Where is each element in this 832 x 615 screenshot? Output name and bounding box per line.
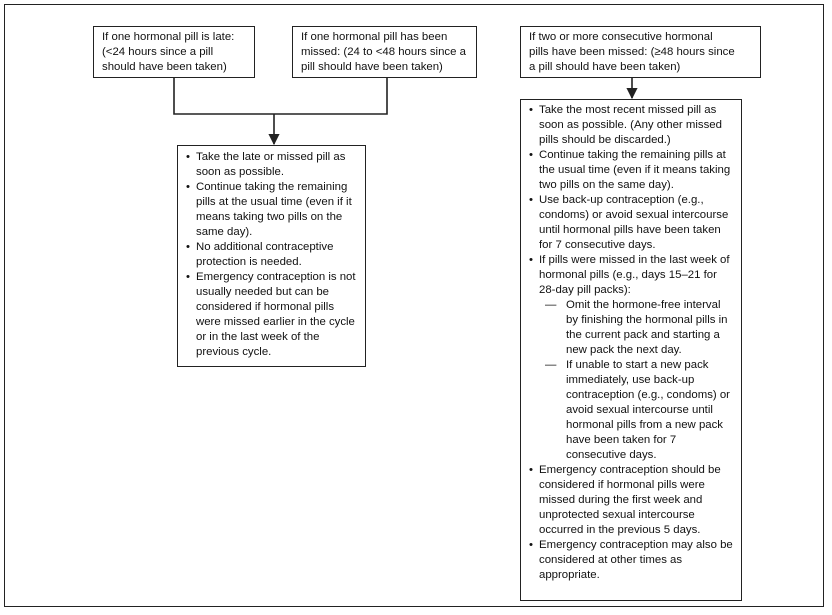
condition-line: If one hormonal pill has been xyxy=(301,31,448,43)
merge-connector xyxy=(173,78,388,146)
sub-action-item: Omit the hormone-free interval by finish… xyxy=(539,298,735,358)
condition-line: (<24 hours since a pill xyxy=(102,46,214,58)
action-item: Use back-up contraception (e.g., condoms… xyxy=(529,193,735,253)
condition-box-missed-one: If one hormonal pill has been missed: (2… xyxy=(292,26,477,78)
action-item: Take the late or missed pill as soon as … xyxy=(186,150,359,180)
condition-line: missed: (24 to <48 hours since a xyxy=(301,46,466,58)
action-item: Emergency contraception may also be cons… xyxy=(529,538,735,583)
action-item: Emergency contraception is not usually n… xyxy=(186,270,359,360)
action-item-last-week: If pills were missed in the last week of… xyxy=(529,253,735,463)
action-item-text: If pills were missed in the last week of… xyxy=(539,254,730,296)
action-box-two-or-more: Take the most recent missed pill as soon… xyxy=(520,99,742,601)
condition-line: If one hormonal pill is late: xyxy=(102,31,235,43)
sub-action-list: Omit the hormone-free interval by finish… xyxy=(539,298,735,463)
action-list: Take the most recent missed pill as soon… xyxy=(529,103,735,583)
merge-line xyxy=(173,78,388,115)
condition-line: a pill should have been taken) xyxy=(529,61,681,73)
action-list: Take the late or missed pill as soon as … xyxy=(186,150,359,360)
condition-box-missed-two: If two or more consecutive hormonal pill… xyxy=(520,26,761,78)
action-box-late-or-missed: Take the late or missed pill as soon as … xyxy=(177,145,366,367)
condition-line: If two or more consecutive hormonal xyxy=(529,31,713,43)
action-item: No additional contraceptive protection i… xyxy=(186,240,359,270)
diagram-frame xyxy=(4,4,824,607)
condition-line: should have been taken) xyxy=(102,61,227,73)
sub-action-item: If unable to start a new pack immediatel… xyxy=(539,358,735,463)
action-item: Emergency contraception should be consid… xyxy=(529,463,735,538)
condition-line: pills have been missed: (≥48 hours since xyxy=(529,46,735,58)
action-item: Continue taking the remaining pills at t… xyxy=(529,148,735,193)
condition-line: pill should have been taken) xyxy=(301,61,443,73)
action-item: Take the most recent missed pill as soon… xyxy=(529,103,735,148)
action-item: Continue taking the remaining pills at t… xyxy=(186,180,359,240)
condition-box-late: If one hormonal pill is late: (<24 hours… xyxy=(93,26,255,78)
